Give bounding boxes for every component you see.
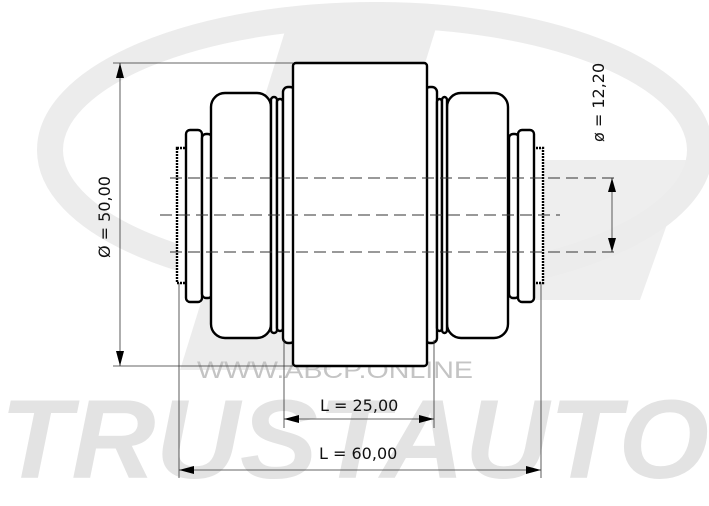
right-rubber-body bbox=[445, 91, 510, 340]
left-knurled-end bbox=[175, 146, 189, 285]
right-outer-ring bbox=[516, 128, 536, 304]
inner-diameter-dimension: ø = 12,20 bbox=[589, 63, 616, 252]
bushing-part bbox=[175, 61, 545, 368]
inner-diameter-label: ø = 12,20 bbox=[589, 63, 608, 142]
watermark-brand: TRUSTAUTO bbox=[0, 377, 709, 502]
left-outer-ring bbox=[184, 128, 204, 304]
left-rubber-body bbox=[209, 91, 273, 340]
inner-length-label: L = 25,00 bbox=[320, 396, 398, 415]
total-length-dimension: L = 60,00 bbox=[178, 283, 542, 478]
central-sleeve bbox=[291, 61, 429, 368]
outer-diameter-dimension: Ø = 50,00 bbox=[95, 62, 293, 367]
inner-length-dimension: L = 25,00 bbox=[283, 340, 435, 428]
total-length-label: L = 60,00 bbox=[319, 444, 397, 463]
outer-diameter-label: Ø = 50,00 bbox=[95, 176, 114, 258]
